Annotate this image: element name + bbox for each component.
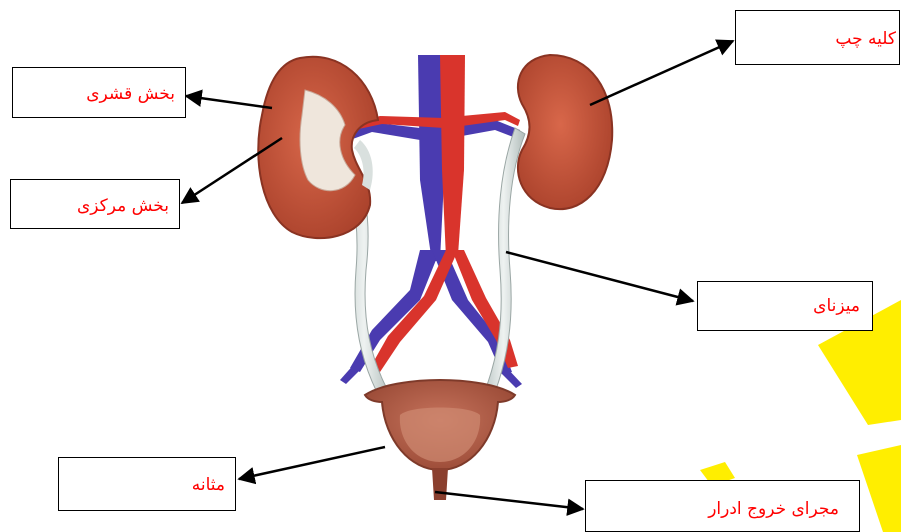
right-kidney-section <box>258 57 378 238</box>
bladder <box>365 380 515 500</box>
yellow-highlight-shape <box>857 445 901 532</box>
bladder-label: مثانه <box>58 457 236 511</box>
left-kidney <box>518 55 612 209</box>
cortex-label: بخش قشری <box>12 67 186 118</box>
left-kidney-label: کلیه چپ <box>735 10 900 65</box>
ureter-label: میزنای <box>697 281 873 331</box>
urethra-label: مجرای خروج ادرار <box>585 480 860 532</box>
medulla-label: بخش مرکزی <box>10 179 180 229</box>
